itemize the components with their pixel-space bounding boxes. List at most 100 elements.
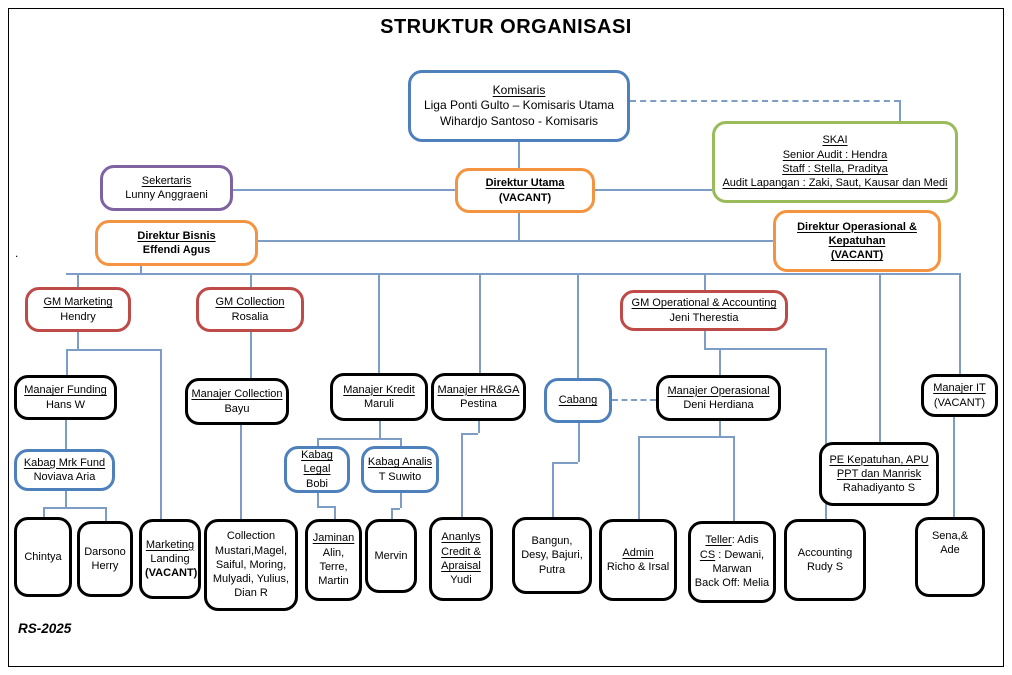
connector-line <box>953 417 955 517</box>
connector-line <box>825 348 827 519</box>
node-text-line: Sena,& Ade <box>931 530 969 557</box>
footer-label: RS-2025 <box>18 621 72 636</box>
connector-line <box>334 506 336 519</box>
node-text-line: Jeni Therestia <box>669 311 739 324</box>
connector-line <box>704 331 706 348</box>
connector-line <box>379 421 381 438</box>
connector-line <box>400 438 402 446</box>
org-node-sena-ade: Sena,& Ade <box>915 517 985 597</box>
node-text-line: (VACANT) <box>830 249 884 262</box>
node-text-line: Herry <box>91 560 119 572</box>
node-text-line: Manajer HR&GA <box>437 383 520 396</box>
node-text-line: Dian R <box>234 587 268 600</box>
node-text-line: Manajer Funding <box>24 384 107 397</box>
connector-line <box>391 508 400 510</box>
node-text-line: Wihardjo Santoso - Komisaris <box>439 113 599 128</box>
node-text-line: PE Kepatuhan, APU <box>829 453 929 466</box>
node-text-line: Alin, <box>322 546 345 559</box>
connector-line <box>578 423 580 462</box>
connector-line <box>552 462 578 464</box>
connector-line <box>317 506 334 508</box>
connector-line <box>577 273 579 378</box>
node-text-line: Darsono <box>84 545 126 558</box>
node-text-line: Credit & <box>441 545 481 558</box>
connector-line <box>899 100 901 121</box>
node-text-line: Saiful, Moring, <box>215 558 287 571</box>
node-text-line: GM Marketing <box>43 296 113 309</box>
node-text-line: Kepatuhan <box>828 234 886 247</box>
node-text-line: Staff : Stella, Praditya <box>782 163 888 175</box>
node-text-line: Apraisal <box>441 560 481 572</box>
connector-line <box>66 349 160 351</box>
node-text-line: Kabag Legal <box>301 449 333 476</box>
connector-line <box>478 421 480 433</box>
node-text-line: Deni Herdiana <box>683 399 754 411</box>
node-text-line: Back Off: Melia <box>694 577 770 590</box>
connector-line <box>638 436 733 438</box>
node-text-line: Marwan <box>712 563 752 575</box>
node-text-line: Noviava Aria <box>33 471 96 483</box>
node-text-line: Martin <box>318 575 349 588</box>
node-text-line: Yudi <box>450 574 472 587</box>
connector-line <box>233 189 455 191</box>
node-text-line: Bangun, <box>531 535 573 548</box>
node-text-line: Kabag Mrk Fund <box>23 456 106 469</box>
node-text-line: SKAI <box>822 134 848 147</box>
connector-line <box>140 266 142 274</box>
node-text-line: Admin <box>622 546 654 559</box>
node-text-line: Landing <box>150 552 190 565</box>
connector-line <box>638 436 640 519</box>
connector-line <box>240 425 242 519</box>
connector-line <box>391 508 393 519</box>
node-text-line: Maruli <box>364 398 394 410</box>
connector-line <box>959 273 961 374</box>
node-text-line: Bobi <box>305 477 329 490</box>
node-text-line: Terre, <box>319 561 348 573</box>
node-text-line: CS : Dewani, <box>699 548 765 561</box>
node-text-line: Mulyadi, Yulius, <box>212 573 290 586</box>
node-text-line: Mervin <box>374 549 408 562</box>
node-text-line: Liga Ponti Gulto – Komisaris Utama <box>423 98 615 113</box>
node-text-line: Direktur Bisnis <box>137 229 216 242</box>
connector-line <box>479 273 481 373</box>
page-border <box>8 8 1004 667</box>
connector-line <box>250 332 252 378</box>
node-text-line: Direktur Utama <box>485 177 565 190</box>
connector-line <box>258 240 773 242</box>
node-text-line: Manajer Operasional <box>667 384 770 397</box>
node-text-line: Teller: Adis <box>705 534 759 547</box>
node-text-line: Rahadiyanto S <box>842 482 916 495</box>
stray-dot: . <box>15 246 19 260</box>
connector-line <box>378 273 380 373</box>
connector-line <box>630 100 900 102</box>
connector-line <box>77 332 79 349</box>
connector-line <box>317 493 319 506</box>
node-text-line: Putra <box>538 563 566 576</box>
node-text-line: Jaminan <box>312 532 355 545</box>
connector-line <box>518 213 520 241</box>
connector-line <box>552 462 554 517</box>
node-text-line: Sekertaris <box>141 174 192 187</box>
node-text-line: Cabang <box>558 394 598 407</box>
connector-line <box>879 273 881 442</box>
node-text-line: Hans W <box>45 398 86 411</box>
org-node-manajer-it: Manajer IT(VACANT) <box>921 374 998 417</box>
connector-line <box>66 273 960 275</box>
node-text-line: Lunny Anggraeni <box>125 189 208 201</box>
node-text-line: Desy, Bajuri, <box>521 549 583 562</box>
node-text-line: Kabag Analis <box>367 456 433 469</box>
node-text-line: Accounting <box>797 546 853 559</box>
node-text-line: GM Collection <box>215 296 285 309</box>
